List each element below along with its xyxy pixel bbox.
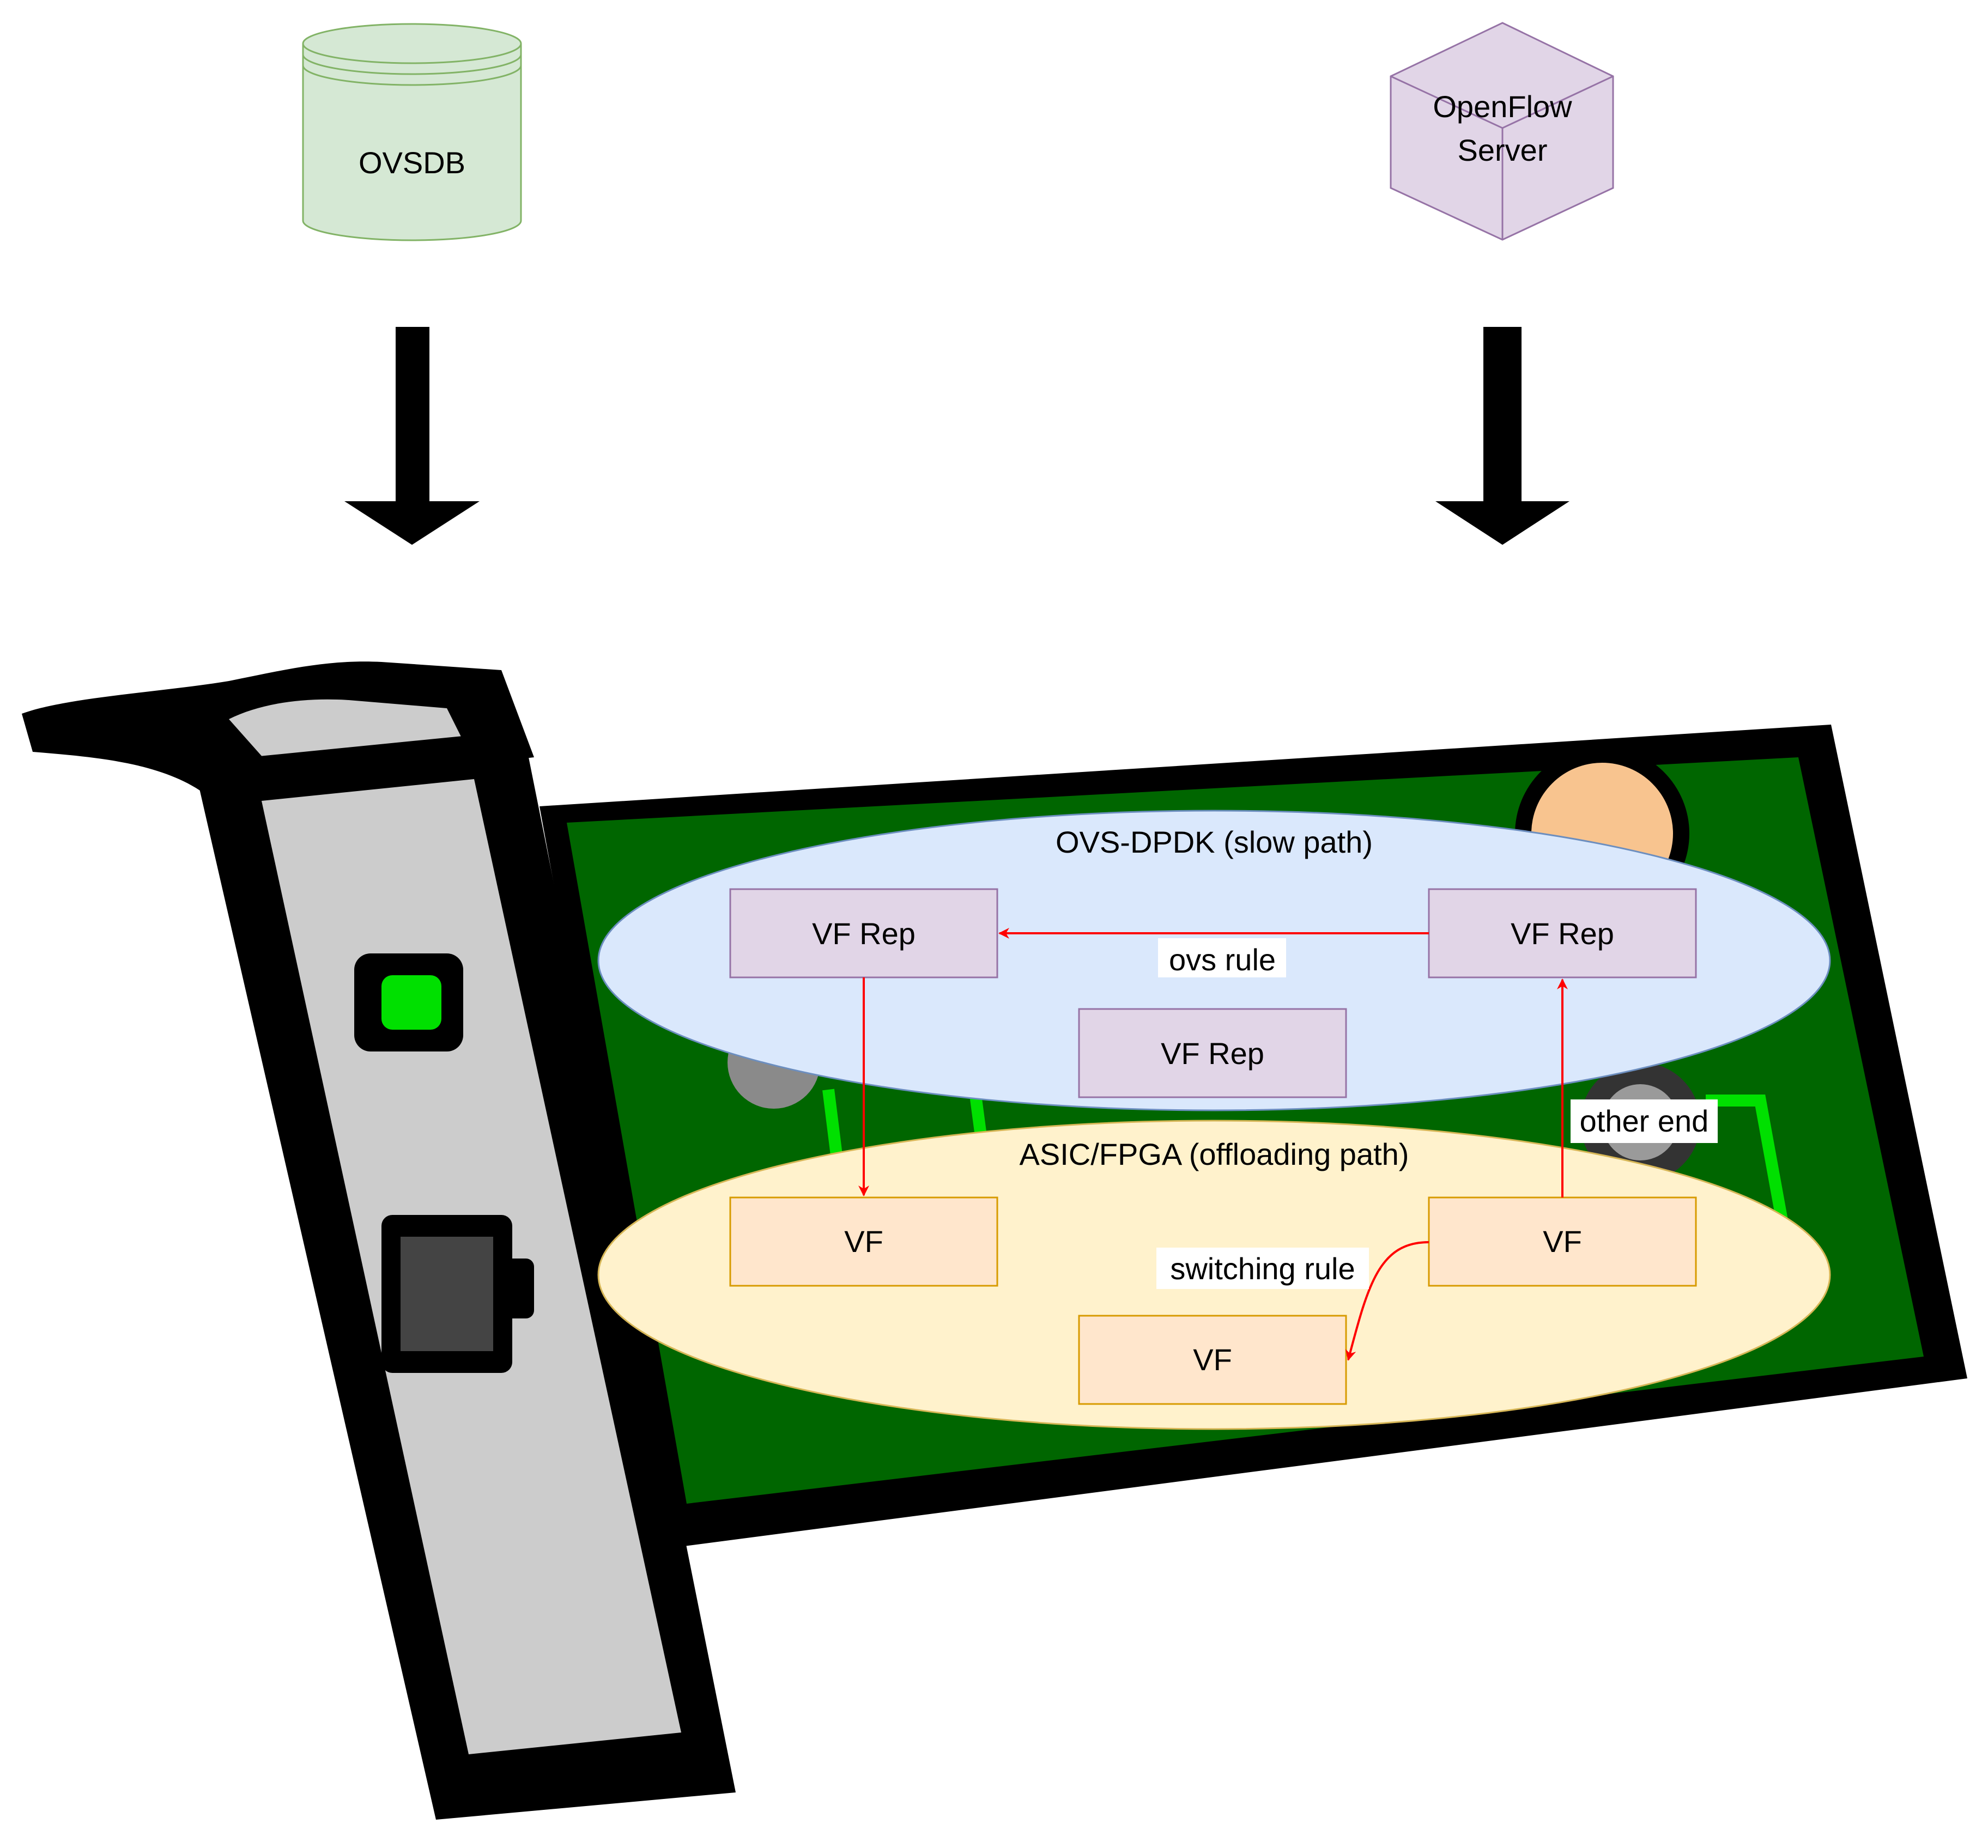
- down-arrow-icon: [344, 327, 480, 545]
- switching-rule-label-box: switching rule: [1156, 1248, 1369, 1289]
- vf-rep-center-label: VF Rep: [1161, 1036, 1264, 1071]
- vf-right-label: VF: [1543, 1224, 1582, 1259]
- openflow-server: OpenFlow Server: [1390, 22, 1614, 241]
- vf-right: VF: [1428, 1196, 1697, 1287]
- vf-center: VF: [1078, 1315, 1347, 1405]
- vf-rep-left-label: VF Rep: [812, 916, 916, 951]
- vf-rep-right-label: VF Rep: [1511, 916, 1614, 951]
- database-cylinder-icon: [302, 44, 522, 241]
- ovsdb-label: OVSDB: [359, 145, 465, 180]
- other-end-label: other end: [1580, 1104, 1709, 1138]
- other-end-label-box: other end: [1571, 1099, 1718, 1143]
- slow-path-label: OVS-DPDK (slow path): [1056, 825, 1373, 859]
- switching-rule-label: switching rule: [1170, 1251, 1355, 1286]
- ovsdb-database: OVSDB: [302, 23, 522, 241]
- vf-center-label: VF: [1193, 1342, 1232, 1377]
- offload-path-label: ASIC/FPGA (offloading path): [1020, 1137, 1409, 1171]
- vf-rep-center: VF Rep: [1078, 1008, 1347, 1098]
- switching-rule-arrow: [1345, 1241, 1429, 1361]
- openflow-label-line1: OpenFlow: [1433, 89, 1572, 124]
- ovs-rule-label-box: ovs rule: [1158, 938, 1286, 977]
- down-arrow-icon: [1435, 327, 1569, 545]
- ovs-rule-label: ovs rule: [1169, 943, 1276, 977]
- vf-left-label: VF: [844, 1224, 883, 1259]
- openflow-label-line2: Server: [1458, 133, 1548, 167]
- vf-left: VF: [729, 1196, 998, 1287]
- vf-rep-left: VF Rep: [729, 888, 998, 978]
- vf-rep-right: VF Rep: [1428, 888, 1697, 978]
